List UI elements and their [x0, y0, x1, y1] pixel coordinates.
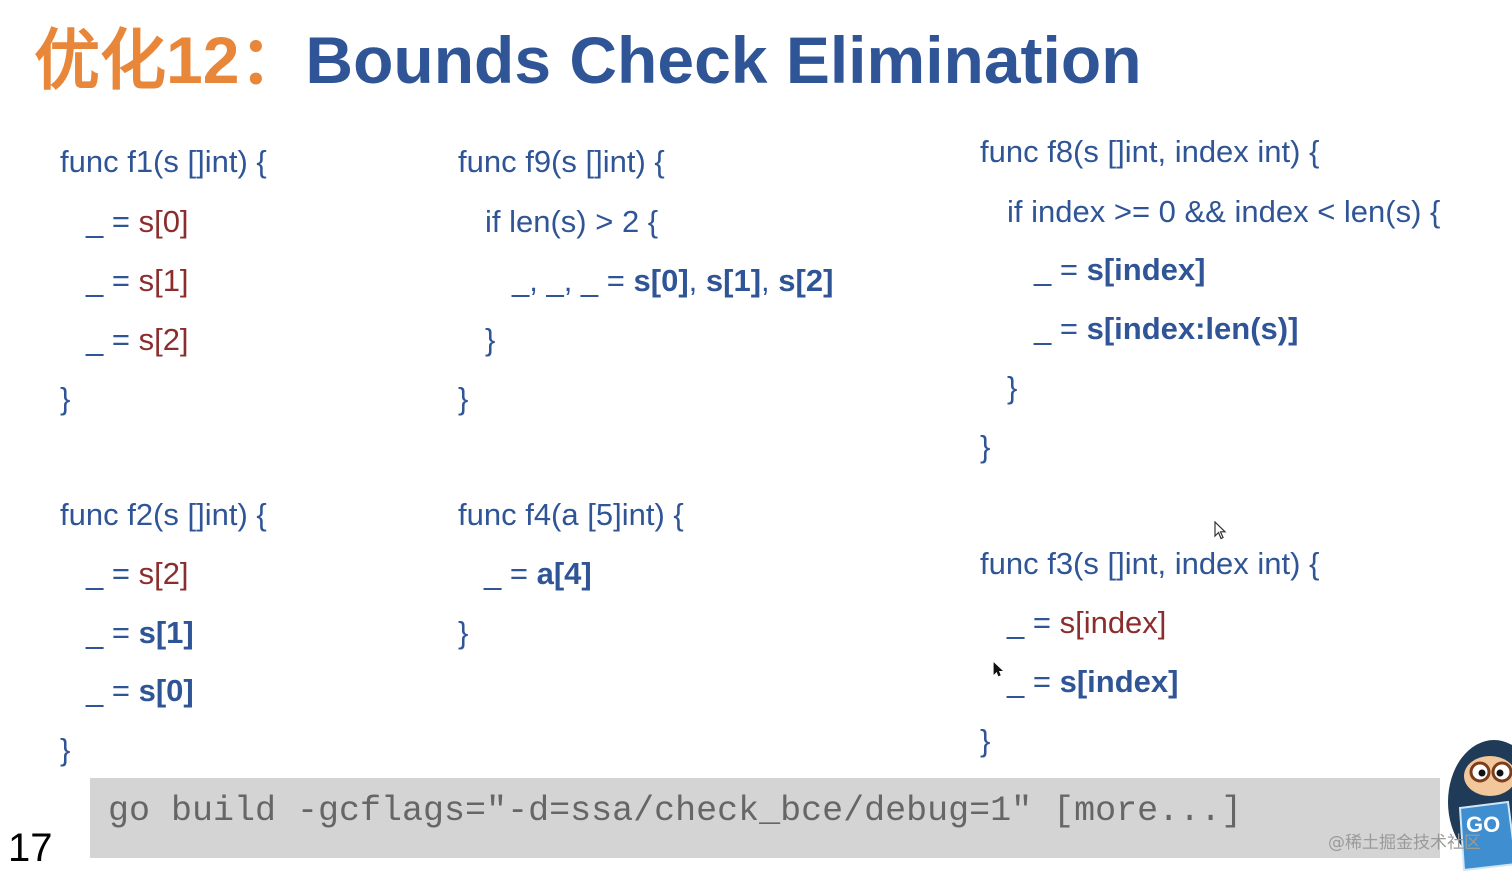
f1-line-2-rhs: s[1] — [138, 263, 189, 298]
f1-line-3-rhs: s[2] — [138, 322, 189, 357]
gopher-logo-text: GO — [1466, 812, 1500, 837]
slide-title-prefix: 优化12： — [34, 23, 306, 97]
f9-assign-line: _, _, _ = s[0], s[1], s[2] — [512, 261, 833, 301]
f9-rhs-c: s[2] — [778, 263, 834, 298]
f9-rhs-b: s[1] — [705, 263, 762, 298]
f9-sep-2: , — [761, 263, 779, 298]
f8-close-inner: } — [1007, 370, 1018, 405]
f9-close-inner: } — [485, 322, 496, 357]
f8-line-1-lhs: _ = — [1034, 252, 1087, 287]
f9-rhs-a: s[0] — [633, 263, 689, 298]
f2-line-1-rhs: s[2] — [138, 556, 189, 591]
f3-line-2-rhs: s[index] — [1059, 664, 1179, 699]
f8-line-1-rhs: s[index] — [1086, 252, 1206, 287]
f9-sep-1: , — [688, 263, 706, 298]
f9-close: } — [458, 381, 469, 416]
f3-close: } — [980, 723, 991, 758]
mouse-pointer-icon — [1214, 521, 1227, 540]
f3-line-2-lhs: _ = — [1007, 664, 1060, 699]
f1-close: } — [60, 381, 71, 416]
f8-close: } — [980, 429, 991, 464]
f9-if-line: if len(s) > 2 { — [485, 204, 659, 239]
f1-line-1-rhs: s[0] — [138, 204, 189, 239]
f1-line-2-lhs: _ = — [86, 263, 139, 298]
f8-if-line: if index >= 0 && index < len(s) { — [1007, 194, 1441, 229]
f1-line-1: _ = s[0] — [86, 202, 189, 242]
f1-line-3-lhs: _ = — [86, 322, 139, 357]
page-number: 17 — [8, 826, 53, 870]
f1-line-2: _ = s[1] — [86, 261, 189, 301]
f4-line-1: _ = a[4] — [484, 554, 592, 594]
f3-header: func f3(s []int, index int) { — [980, 546, 1320, 581]
f2-line-2-lhs: _ = — [86, 615, 139, 650]
f3-line-1-rhs: s[index] — [1059, 605, 1167, 640]
f2-line-2: _ = s[1] — [86, 613, 194, 653]
f3-line-2: _ = s[index] — [1007, 662, 1178, 702]
mouse-pointer-icon-small — [993, 662, 1003, 677]
slide-title-main: Bounds Check Elimination — [305, 23, 1142, 97]
f2-line-3-lhs: _ = — [86, 673, 139, 708]
f2-close: } — [60, 732, 71, 767]
f2-line-3: _ = s[0] — [86, 671, 194, 711]
f2-line-1: _ = s[2] — [86, 554, 189, 594]
f8-line-2-lhs: _ = — [1034, 311, 1087, 346]
f4-header: func f4(a [5]int) { — [458, 497, 684, 532]
f2-line-2-rhs: s[1] — [138, 615, 194, 650]
f3-line-1: _ = s[index] — [1007, 603, 1166, 643]
f8-line-1: _ = s[index] — [1034, 250, 1205, 290]
f1-header: func f1(s []int) { — [60, 144, 267, 179]
f2-line-3-rhs: s[0] — [138, 673, 194, 708]
f4-close: } — [458, 615, 469, 650]
slide-title: 优化12：Bounds Check Elimination — [34, 20, 1142, 100]
f8-header: func f8(s []int, index int) { — [980, 134, 1320, 169]
f4-line-1-lhs: _ = — [484, 556, 537, 591]
f8-line-2-rhs: s[index:len(s)] — [1086, 311, 1299, 346]
f9-header: func f9(s []int) { — [458, 144, 665, 179]
f4-line-1-rhs: a[4] — [536, 556, 592, 591]
f9-assign-lhs: _, _, _ = — [512, 263, 634, 298]
f1-line-1-lhs: _ = — [86, 204, 139, 239]
f1-line-3: _ = s[2] — [86, 320, 189, 360]
f3-line-1-lhs: _ = — [1007, 605, 1060, 640]
f2-line-1-lhs: _ = — [86, 556, 139, 591]
f8-line-2: _ = s[index:len(s)] — [1034, 309, 1298, 349]
command-bar: go build -gcflags="-d=ssa/check_bce/debu… — [90, 778, 1440, 858]
f2-header: func f2(s []int) { — [60, 497, 267, 532]
watermark: @稀土掘金技术社区 — [1328, 833, 1481, 853]
gopher-logo-icon: GO — [1448, 740, 1512, 872]
